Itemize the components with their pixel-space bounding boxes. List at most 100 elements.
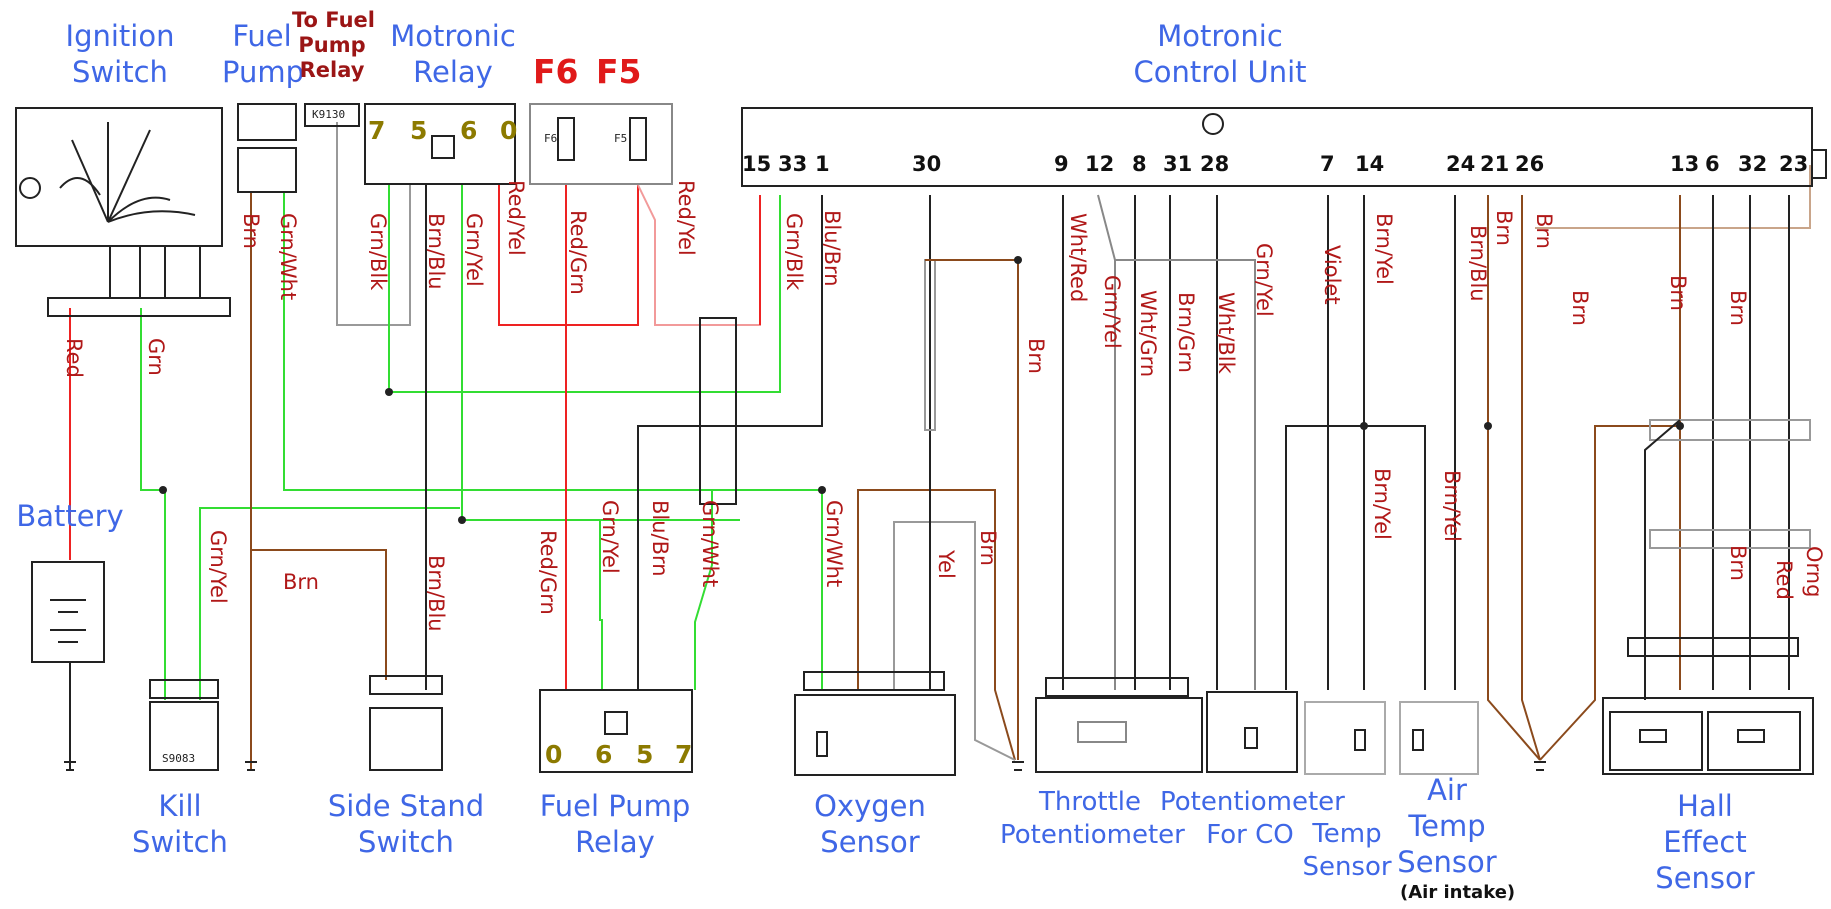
fuel-pump-relay-box <box>539 689 693 773</box>
k9130-box <box>304 103 360 127</box>
junction-dots <box>159 256 1684 524</box>
kill-switch-connector <box>149 679 219 699</box>
wire-sidestand-brn <box>251 549 387 680</box>
wire-label-10: Red/Grn <box>566 210 590 295</box>
fuel-pump-label: Fuel Pump <box>222 19 305 89</box>
wire-label-0: Red <box>62 338 86 378</box>
throttle-connector <box>1045 677 1189 697</box>
wire-label-13: Red/Grn <box>536 530 560 615</box>
fpr-pin-bottom-6: 6 <box>595 740 613 769</box>
ecu-pin-14: 14 <box>1355 152 1385 176</box>
ignition-connector <box>47 297 231 317</box>
s9083-code: S9083 <box>162 752 196 765</box>
temp-sensor-label: Temp Sensor <box>1302 819 1392 882</box>
wire-label-24: Grn/Yel <box>1100 275 1124 349</box>
throttle-potentiometer-label: Throttle Potentiometer <box>1000 787 1185 850</box>
wire-label-22: Brn <box>976 530 1000 566</box>
wire-label-14: Grn/Yel <box>598 500 622 574</box>
ecu-pin-12: 12 <box>1085 152 1115 176</box>
ecu-pin-13: 13 <box>1670 152 1700 176</box>
wire-ecu1-blubrn <box>712 195 823 427</box>
wire-label-1: Grn <box>144 338 168 376</box>
wire-ecu26 <box>1521 195 1541 761</box>
wire-label-8: Grn/Yel <box>462 213 486 287</box>
ignition-switch-box <box>15 107 223 247</box>
wire-label-21: Yel <box>934 550 958 579</box>
wire-label-30: Brn/Yel <box>1372 213 1396 285</box>
wire-label-5: Grn/Wht <box>276 213 300 301</box>
middle-connector <box>699 317 737 505</box>
fuse-f6 <box>557 117 575 161</box>
fuse-f5-code: F5 <box>614 132 628 145</box>
wire-label-31: Brn/Yel <box>1370 468 1394 540</box>
fuse-box <box>529 103 673 185</box>
wire-fpr-grnyel <box>599 520 603 690</box>
wire-oxygen-gray <box>893 521 1016 761</box>
motronic-relay-box <box>364 103 516 185</box>
fuel-pump-box <box>237 103 297 141</box>
wire-label-17: Grn/Blk <box>782 213 806 291</box>
k9130-code: K9130 <box>312 108 346 121</box>
ecu-pin-32: 32 <box>1738 152 1768 176</box>
wire-label-2: Grn/Yel <box>206 530 230 604</box>
ecu-pin-33: 33 <box>778 152 808 176</box>
wire-label-4: Brn <box>283 570 319 594</box>
ecu-pin-30: 30 <box>912 152 942 176</box>
fuse-f6-code: F6 <box>544 132 558 145</box>
wire-label-9: Red/Yel <box>504 180 528 256</box>
wire-label-33: Brn <box>1492 210 1516 246</box>
hall-connector <box>1627 637 1799 657</box>
wire-label-28: Grn/Yel <box>1252 243 1276 317</box>
wire-label-26: Brn/Grn <box>1174 292 1198 373</box>
fuse-f5-label: F5 <box>596 52 642 91</box>
fuel-pump-relay-label: Fuel Pump Relay <box>539 789 691 859</box>
wire-temp-bridge <box>1285 425 1426 690</box>
ecu-tab <box>1811 149 1827 179</box>
kill-switch-label: Kill Switch <box>132 789 228 859</box>
ecu-pin-23: 23 <box>1779 152 1809 176</box>
ecu-pin-8: 8 <box>1132 152 1147 176</box>
ecu-pin-9: 9 <box>1054 152 1069 176</box>
wire-relay-grnblk <box>388 185 781 393</box>
wire-label-29: Violet <box>1320 245 1344 305</box>
wire-ecu30-top <box>925 259 1019 760</box>
ecu-pin-6: 6 <box>1705 152 1720 176</box>
wire-label-36: Brn <box>1568 290 1592 326</box>
wire-k9130-gray <box>336 122 411 326</box>
motronic-relay-coil <box>431 135 455 159</box>
wire-label-12: Brn/Blu <box>424 555 448 632</box>
ignition-switch-label: Ignition Switch <box>65 19 175 89</box>
wire-label-41: Orng <box>1802 546 1826 598</box>
wire-label-19: Brn <box>1024 338 1048 374</box>
wire-label-27: Wht/Blk <box>1214 292 1238 374</box>
temp-sensor-box <box>1304 701 1386 775</box>
wire-label-34: Brn/Blu <box>1466 225 1490 302</box>
fuel-pump-relay-coil <box>604 711 628 735</box>
fpr-pin-bottom-0: 0 <box>545 740 563 769</box>
wire-ignition-grn <box>140 308 166 700</box>
ground-symbols <box>64 662 1546 771</box>
ecu-pin-21: 21 <box>1480 152 1510 176</box>
air-temp-sensor-label: Air Temp Sensor <box>1397 773 1497 879</box>
wire-label-25: Wht/Grn <box>1136 290 1160 378</box>
wire-hall-loop <box>1644 419 1681 700</box>
ecu-label: Motronic Control Unit <box>1133 19 1307 89</box>
air-temp-sensor-box <box>1399 701 1479 775</box>
wire-hall-bundle <box>1649 419 1811 549</box>
ecu-pin-7: 7 <box>1320 152 1335 176</box>
relay-pin-top-7: 7 <box>368 116 386 145</box>
relay-pin-top-6: 6 <box>460 116 478 145</box>
wire-ecu-brn-loop <box>1539 425 1680 761</box>
oxygen-sensor-label: Oxygen Sensor <box>814 789 926 859</box>
wire-label-35: Brn <box>1532 213 1556 249</box>
motronic-relay-label: Motronic Relay <box>390 19 516 89</box>
wire-label-7: Brn/Blu <box>424 213 448 290</box>
hall-effect-sensor-label: Hall Effect Sensor <box>1655 789 1755 895</box>
wire-label-18: Blu/Brn <box>820 210 844 287</box>
wire-ecu12-co <box>1115 259 1256 690</box>
wire-label-40: Red <box>1772 560 1796 600</box>
throttle-pot-box <box>1035 697 1203 773</box>
ecu-pin-15: 15 <box>742 152 772 176</box>
co-pot-box <box>1206 691 1298 773</box>
